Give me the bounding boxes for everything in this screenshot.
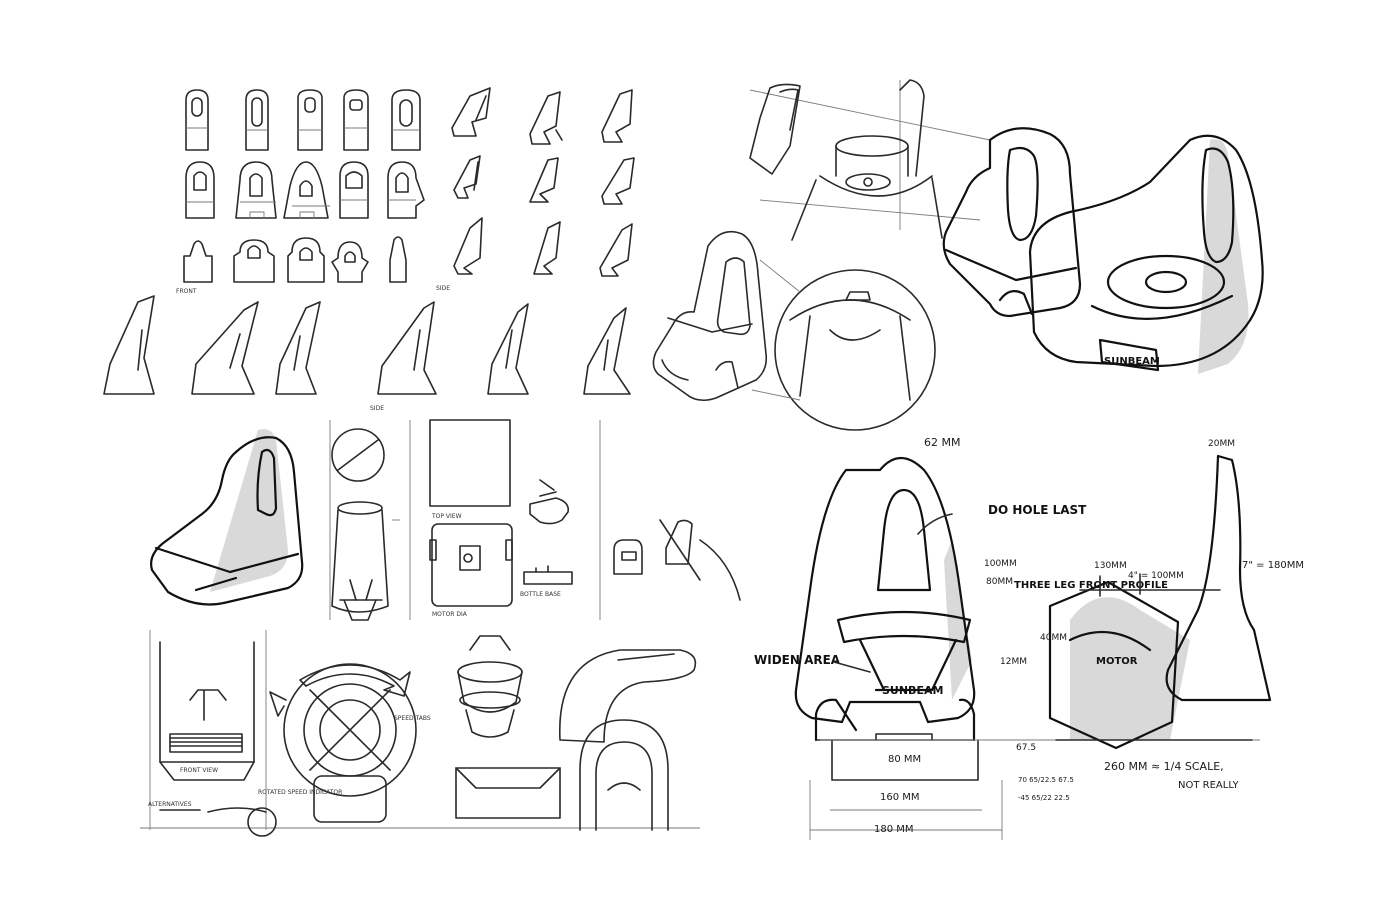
label-motor: MOTOR xyxy=(1096,656,1138,667)
chair-rendered-pair: SUNBEAM xyxy=(942,127,1264,374)
label-front: FRONT xyxy=(176,288,197,295)
perspective-detail-top xyxy=(749,79,991,241)
front-thumbnail-grid: FRONT xyxy=(176,89,425,295)
label-brand-render: SUNBEAM xyxy=(1104,356,1160,367)
chair-and-bottle-drawings: BOTTLE BASE TOP VIEW MOTOR DIA xyxy=(150,419,741,621)
label-side-upper: SIDE xyxy=(436,285,450,292)
side-elevation-scaled: 20MM 7" = 180MM 130MM 4" = 100MM 12MM 40… xyxy=(1000,439,1304,802)
label-motor-dia: MOTOR DIA xyxy=(432,611,468,618)
label-calc-2: -45 65/22 22.5 xyxy=(1018,794,1070,802)
label-speed-tabs: SPEED TABS xyxy=(394,715,431,722)
label-front-view: FRONT VIEW xyxy=(180,767,218,774)
label-widen-area: WIDEN AREA xyxy=(754,653,841,667)
main-front-elevation: SUNBEAM 62 MM DO HOLE LAST 100MM 80MM TH… xyxy=(754,436,1260,840)
label-bottle-base: BOTTLE BASE xyxy=(520,591,561,598)
label-dim-80-bottom: 80 MM xyxy=(888,754,921,765)
label-dim-20: 20MM xyxy=(1208,439,1235,449)
label-scale-note-2: NOT REALLY xyxy=(1178,780,1240,791)
label-brand-elevation: SUNBEAM xyxy=(882,684,943,697)
label-calc-1: 70 65/22.5 67.5 xyxy=(1018,776,1074,784)
side-profile-row: SIDE xyxy=(103,295,631,412)
label-dim-40: 40MM xyxy=(1040,633,1067,643)
label-scale-note: 260 MM ≈ 1/4 SCALE, xyxy=(1104,760,1224,773)
label-top-view: TOP VIEW xyxy=(431,513,462,520)
label-dim-80-top: 80MM xyxy=(986,577,1013,587)
chair-perspective-with-detail xyxy=(652,230,936,431)
label-side-lower: SIDE xyxy=(370,405,384,412)
label-dim-160: 160 MM xyxy=(880,792,920,803)
label-dim-7in: 7" = 180MM xyxy=(1242,560,1304,571)
label-dim-12: 12MM xyxy=(1000,657,1027,667)
label-alternatives: ALTERNATIVES xyxy=(148,801,192,808)
label-dim-675: 67.5 xyxy=(1016,743,1036,753)
label-speed-indicator: ROTATED SPEED INDICATOR xyxy=(258,789,342,796)
side-thumbnail-grid: SIDE xyxy=(436,87,635,292)
label-dim-100: 100MM xyxy=(984,559,1017,569)
blender-and-arch-detail xyxy=(455,635,697,831)
label-do-hole-last: DO HOLE LAST xyxy=(988,503,1087,517)
label-dim-130: 130MM xyxy=(1094,561,1127,571)
front-view-and-dial: FRONT VIEW SPEED TABS ALTERNATIVES ROTAT… xyxy=(140,630,700,837)
label-three-leg: THREE LEG FRONT PROFILE xyxy=(1014,580,1168,591)
label-dim-62: 62 MM xyxy=(924,436,960,449)
label-dim-180: 180 MM xyxy=(874,824,914,835)
label-dim-4in: 4" = 100MM xyxy=(1128,571,1184,581)
